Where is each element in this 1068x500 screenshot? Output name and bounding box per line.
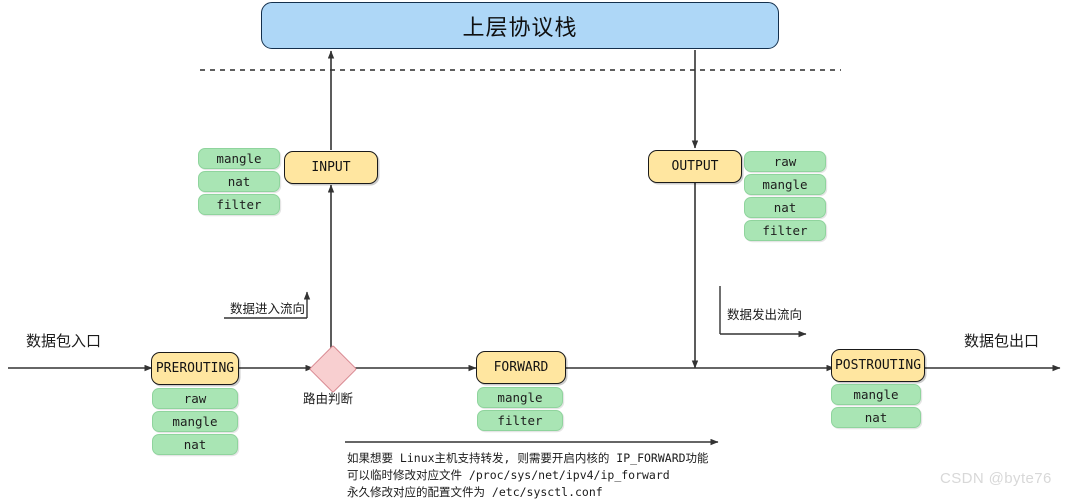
csdn-watermark: CSDN @byte76 [940, 470, 1052, 487]
packet-entry-label: 数据包入口 [26, 332, 102, 350]
chain-postrouting[interactable]: POSTROUTING [831, 349, 925, 382]
table-prerouting-mangle[interactable]: mangle [152, 411, 238, 432]
table-label: raw [183, 391, 207, 406]
upper-protocol-stack-label: 上层协议栈 [462, 15, 578, 41]
table-forward-filter[interactable]: filter [477, 410, 563, 431]
routing-decision-label: 路由判断 [303, 391, 354, 406]
table-input-filter[interactable]: filter [198, 194, 280, 215]
chain-postrouting-label: POSTROUTING [834, 358, 922, 373]
table-output-mangle[interactable]: mangle [744, 174, 826, 195]
table-label: filter [497, 413, 543, 428]
table-postrouting-mangle[interactable]: mangle [831, 384, 921, 405]
table-label: filter [216, 197, 262, 212]
flow-out-label: 数据发出流向 [727, 307, 803, 322]
table-forward-mangle[interactable]: mangle [477, 387, 563, 408]
table-prerouting-nat[interactable]: nat [152, 434, 238, 455]
upper-protocol-stack-box: 上层协议栈 [261, 2, 779, 49]
table-label: mangle [172, 414, 218, 429]
note-line-1: 如果想要 Linux主机支持转发, 则需要开启内核的 IP_FORWARD功能 [347, 451, 709, 465]
chain-output-label: OUTPUT [671, 159, 719, 174]
note-line-2: 可以临时修改对应文件 /proc/sys/net/ipv4/ip_forward [347, 468, 670, 482]
table-label: nat [864, 410, 888, 425]
table-label: nat [183, 437, 207, 452]
table-label: mangle [497, 390, 543, 405]
routing-decision-diamond[interactable] [308, 344, 358, 394]
chain-forward-label: FORWARD [493, 360, 549, 375]
table-label: mangle [853, 387, 899, 402]
diamond-shape [308, 344, 358, 394]
chain-output[interactable]: OUTPUT [648, 150, 742, 183]
table-output-raw[interactable]: raw [744, 151, 826, 172]
packet-exit-label: 数据包出口 [964, 332, 1040, 350]
table-output-filter[interactable]: filter [744, 220, 826, 241]
table-postrouting-nat[interactable]: nat [831, 407, 921, 428]
table-label: mangle [216, 151, 262, 166]
chain-input-label: INPUT [311, 160, 351, 175]
flow-in-label: 数据进入流向 [230, 301, 306, 316]
chain-input[interactable]: INPUT [284, 151, 378, 184]
table-label: nat [227, 174, 251, 189]
chain-prerouting-label: PREROUTING [155, 361, 235, 376]
chain-prerouting[interactable]: PREROUTING [151, 352, 239, 385]
table-input-nat[interactable]: nat [198, 171, 280, 192]
table-label: raw [773, 154, 797, 169]
table-label: filter [762, 223, 808, 238]
table-label: mangle [762, 177, 808, 192]
table-prerouting-raw[interactable]: raw [152, 388, 238, 409]
table-label: nat [773, 200, 797, 215]
chain-forward[interactable]: FORWARD [476, 351, 566, 384]
table-output-nat[interactable]: nat [744, 197, 826, 218]
table-input-mangle[interactable]: mangle [198, 148, 280, 169]
note-line-3: 永久修改对应的配置文件为 /etc/sysctl.conf [347, 485, 603, 499]
